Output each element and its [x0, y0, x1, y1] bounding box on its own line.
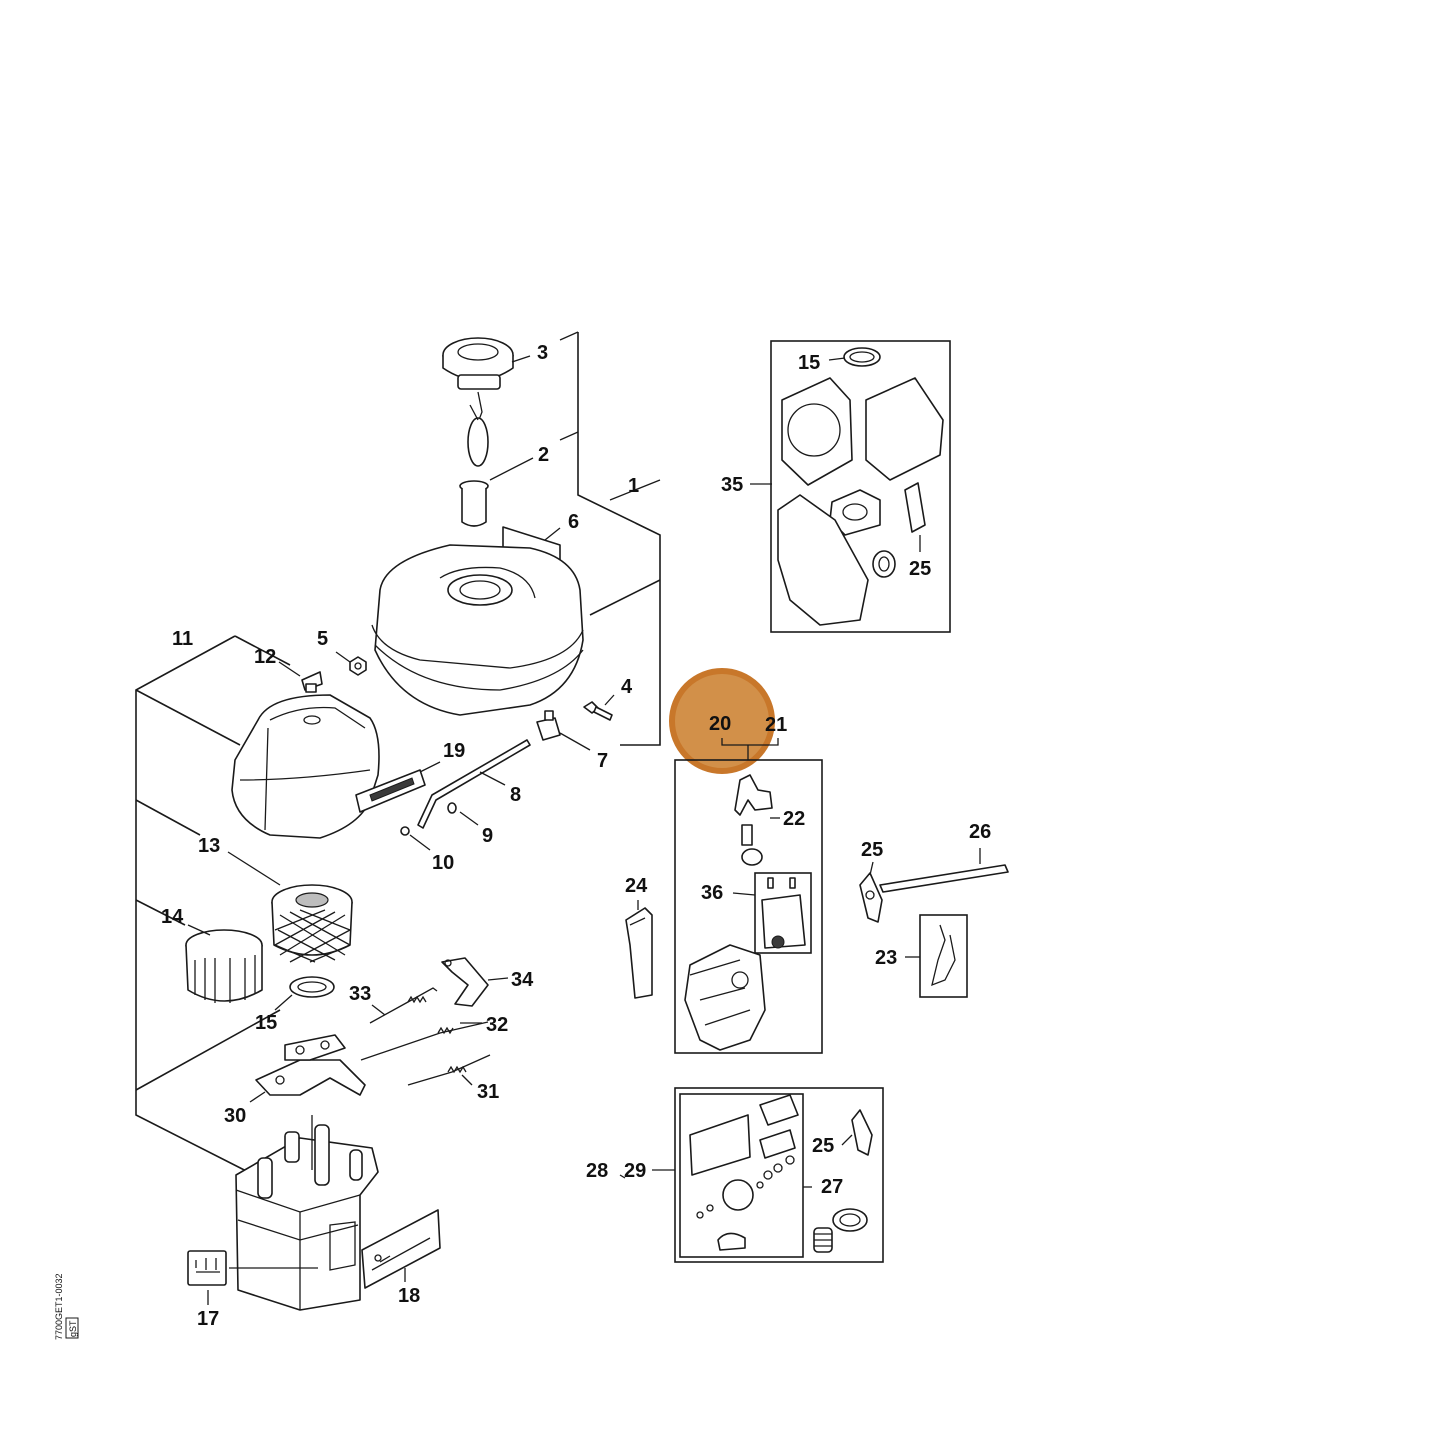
- callout-21[interactable]: 21: [765, 714, 787, 736]
- carburetor-gasket-part[interactable]: [859, 872, 883, 923]
- callout-6[interactable]: 6: [568, 511, 579, 533]
- callout-11[interactable]: 11: [172, 628, 193, 650]
- engine-block-part[interactable]: [235, 1115, 379, 1311]
- governor-spring-part[interactable]: [369, 987, 438, 1024]
- callout-17[interactable]: 17: [197, 1308, 219, 1330]
- callout-26[interactable]: 26: [969, 821, 991, 843]
- callout-labels: 1 2 3 4 5 6 7 8 9 10 11 12 13 14 15 15 1…: [161, 342, 991, 1330]
- callout-19[interactable]: 19: [443, 740, 465, 762]
- callout-36[interactable]: 36: [701, 882, 723, 904]
- wing-nut-part[interactable]: [301, 671, 323, 693]
- callout-25-middle[interactable]: 25: [861, 839, 883, 861]
- fuel-tube-part[interactable]: [417, 739, 531, 829]
- air-cleaner-gasket-part[interactable]: [289, 976, 335, 998]
- callout-30[interactable]: 30: [224, 1105, 246, 1127]
- callout-24[interactable]: 24: [625, 875, 648, 897]
- callout-34[interactable]: 34: [511, 969, 534, 991]
- air-filter-element-part[interactable]: [271, 884, 353, 963]
- assembly-bracket-lines: [135, 331, 661, 1179]
- callout-4[interactable]: 4: [621, 676, 633, 698]
- nut-part[interactable]: [349, 656, 367, 676]
- callout-3[interactable]: 3: [537, 342, 548, 364]
- callout-32[interactable]: 32: [486, 1014, 508, 1036]
- governor-rod-part[interactable]: [407, 1054, 491, 1086]
- drawing-number: 7700GET1-0032: [54, 1273, 64, 1340]
- drawing-tag: gST: [68, 1320, 78, 1337]
- throttle-rod-part[interactable]: [360, 1021, 489, 1061]
- callout-29[interactable]: 29: [624, 1160, 646, 1182]
- callout-15-left[interactable]: 15: [255, 1012, 277, 1034]
- fuel-tank-part[interactable]: [371, 544, 584, 716]
- callout-7[interactable]: 7: [597, 750, 608, 772]
- callout-20[interactable]: 20: [709, 713, 731, 735]
- pre-filter-part[interactable]: [185, 929, 263, 1003]
- callout-leaders: [187, 355, 981, 1305]
- callout-18[interactable]: 18: [398, 1285, 420, 1307]
- callout-31[interactable]: 31: [477, 1081, 499, 1103]
- air-cleaner-sticker-part[interactable]: [355, 769, 426, 813]
- stud-bolt-part[interactable]: [879, 864, 1009, 893]
- engine-sticker-part[interactable]: [361, 1209, 441, 1289]
- callout-2[interactable]: 2: [538, 444, 549, 466]
- callout-23[interactable]: 23: [875, 947, 897, 969]
- callout-25-kit[interactable]: 25: [909, 558, 931, 580]
- carburetor-box[interactable]: [674, 738, 823, 1054]
- control-lever-assembly-part[interactable]: [255, 1034, 366, 1096]
- clamp-part[interactable]: [400, 826, 410, 836]
- gasket-kit-box[interactable]: [770, 340, 951, 633]
- callout-28[interactable]: 28: [586, 1160, 608, 1182]
- callout-5[interactable]: 5: [317, 628, 328, 650]
- choke-lever-part[interactable]: [441, 957, 489, 1007]
- carburetor-repair-kit-box[interactable]: [674, 1087, 884, 1263]
- callout-35[interactable]: 35: [721, 474, 743, 496]
- callout-13[interactable]: 13: [198, 835, 220, 857]
- callout-33[interactable]: 33: [349, 983, 371, 1005]
- clip-part[interactable]: [447, 802, 457, 814]
- drawing-code: 7700GET1-0032 gST: [54, 1273, 79, 1340]
- callout-12[interactable]: 12: [254, 646, 276, 668]
- air-cleaner-cover-part[interactable]: [231, 694, 380, 839]
- bolt-part[interactable]: [583, 701, 613, 721]
- callout-9[interactable]: 9: [482, 825, 493, 847]
- callout-10[interactable]: 10: [432, 852, 454, 874]
- fuel-strainer-part[interactable]: [459, 480, 489, 527]
- highlight-marker: [669, 668, 775, 774]
- fuel-valve-part[interactable]: [536, 710, 561, 741]
- operation-sticker-part[interactable]: [187, 1250, 227, 1286]
- callout-15-kit[interactable]: 15: [798, 352, 820, 374]
- callout-22[interactable]: 22: [783, 808, 805, 830]
- callout-25-repair[interactable]: 25: [812, 1135, 834, 1157]
- callout-1[interactable]: 1: [628, 475, 639, 497]
- callout-14[interactable]: 14: [161, 906, 184, 928]
- choke-link-box[interactable]: [919, 914, 968, 998]
- callout-27[interactable]: 27: [821, 1176, 843, 1198]
- carburetor-bracket-part[interactable]: [625, 907, 653, 999]
- callout-8[interactable]: 8: [510, 784, 521, 806]
- fuel-cap-part[interactable]: [442, 337, 514, 467]
